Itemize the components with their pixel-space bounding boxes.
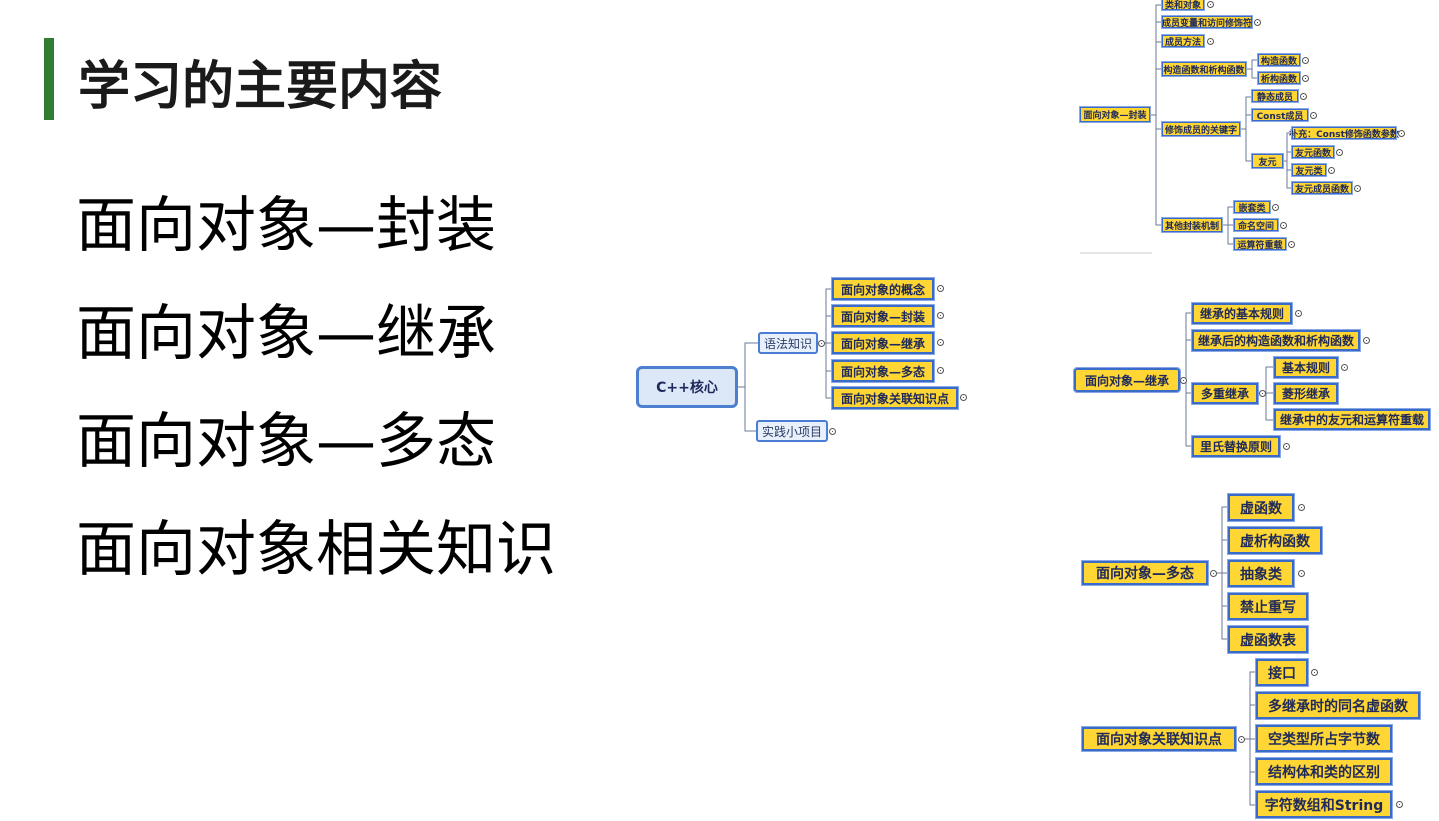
mindmap-root-cpp-core[interactable]: C++核心: [636, 366, 738, 408]
expand-toggle-icon[interactable]: [1280, 222, 1287, 229]
expand-toggle-icon[interactable]: [1272, 204, 1279, 211]
mindmap-encap-friend[interactable]: 友元: [1251, 153, 1284, 169]
expand-toggle-icon[interactable]: [937, 367, 944, 374]
collapse-toggle-icon[interactable]: [1210, 570, 1217, 577]
topic-inheritance: 面向对象—继承: [76, 299, 496, 369]
expand-toggle-icon[interactable]: [1298, 504, 1305, 511]
expand-toggle-icon[interactable]: [1207, 38, 1214, 45]
collapse-toggle-icon[interactable]: [1238, 736, 1245, 743]
mindmap-encap-static[interactable]: 静态成员: [1251, 89, 1299, 103]
topic-polymorphism: 面向对象—多态: [76, 407, 496, 477]
mindmap-encap-dtor[interactable]: 析构函数: [1257, 71, 1301, 85]
expand-toggle-icon[interactable]: [1354, 185, 1361, 192]
mindmap-leaf-oop-concept[interactable]: 面向对象的概念: [831, 277, 935, 301]
expand-toggle-icon[interactable]: [1363, 337, 1370, 344]
mindmap-encap-friend-cls[interactable]: 友元类: [1291, 163, 1327, 177]
expand-toggle-icon[interactable]: [937, 285, 944, 292]
mindmap-encap-methods[interactable]: 成员方法: [1161, 34, 1205, 48]
expand-toggle-icon[interactable]: [1341, 364, 1348, 371]
mindmap-inherit-diamond[interactable]: 菱形继承: [1273, 382, 1339, 405]
mindmap-related-char-string[interactable]: 字符数组和String: [1255, 790, 1393, 819]
mindmap-related-multi-virtual[interactable]: 多继承时的同名虚函数: [1255, 691, 1421, 720]
mindmap-inherit-friend-op[interactable]: 继承中的友元和运算符重载: [1273, 408, 1431, 431]
expand-toggle-icon[interactable]: [1302, 75, 1309, 82]
slide-title: 学习的主要内容: [78, 57, 443, 117]
mindmap-encap-root[interactable]: 面向对象—封装: [1079, 106, 1151, 123]
collapse-toggle-icon[interactable]: [1180, 377, 1187, 384]
mindmap-poly-vtable[interactable]: 虚函数表: [1227, 625, 1309, 654]
mindmap-encap-ctor-dtor[interactable]: 构造函数和析构函数: [1161, 61, 1247, 77]
mindmap-inherit-lsp[interactable]: 里氏替换原则: [1191, 435, 1281, 458]
title-accent-bar: [44, 38, 54, 120]
mindmap-branch-practice[interactable]: 实践小项目: [756, 420, 828, 442]
expand-toggle-icon[interactable]: [1300, 93, 1307, 100]
mindmap-branch-syntax[interactable]: 语法知识: [758, 332, 818, 354]
mindmap-encap-friend-member[interactable]: 友元成员函数: [1291, 181, 1353, 195]
expand-toggle-icon[interactable]: [1288, 241, 1295, 248]
mindmap-encap-namespace[interactable]: 命名空间: [1233, 218, 1279, 232]
mindmap-inherit-multi-basic[interactable]: 基本规则: [1273, 356, 1339, 379]
expand-toggle-icon[interactable]: [1311, 669, 1318, 676]
mindmap-leaf-inheritance[interactable]: 面向对象—继承: [831, 331, 935, 355]
expand-toggle-icon[interactable]: [1302, 57, 1309, 64]
mindmap-poly-final[interactable]: 禁止重写: [1227, 592, 1309, 621]
expand-toggle-icon[interactable]: [1298, 570, 1305, 577]
collapse-toggle-icon[interactable]: [818, 340, 825, 347]
expand-toggle-icon[interactable]: [1254, 19, 1261, 26]
mindmap-encap-nested[interactable]: 嵌套类: [1233, 200, 1271, 214]
expand-toggle-icon[interactable]: [1336, 149, 1343, 156]
mindmap-encap-other[interactable]: 其他封装机制: [1161, 217, 1223, 233]
topic-related-knowledge: 面向对象相关知识: [76, 515, 556, 585]
mindmap-leaf-related[interactable]: 面向对象关联知识点: [831, 386, 959, 410]
mindmap-inherit-basic-rules[interactable]: 继承的基本规则: [1191, 302, 1293, 325]
mindmap-poly-root[interactable]: 面向对象—多态: [1081, 560, 1209, 586]
mindmap-encap-friend-fn[interactable]: 友元函数: [1291, 145, 1335, 159]
expand-toggle-icon[interactable]: [937, 339, 944, 346]
expand-toggle-icon[interactable]: [1396, 801, 1403, 808]
mindmap-inherit-ctor-dtor[interactable]: 继承后的构造函数和析构函数: [1191, 329, 1361, 352]
mindmap-encap-class-object[interactable]: 类和对象: [1161, 0, 1205, 11]
mindmap-poly-virtual-dtor[interactable]: 虚析构函数: [1227, 526, 1323, 555]
expand-toggle-icon[interactable]: [1328, 167, 1335, 174]
expand-toggle-icon[interactable]: [829, 428, 836, 435]
mindmap-leaf-polymorphism[interactable]: 面向对象—多态: [831, 359, 935, 383]
expand-toggle-icon[interactable]: [937, 312, 944, 319]
mindmap-encap-modifiers[interactable]: 修饰成员的关键字: [1161, 121, 1241, 137]
topic-encapsulation: 面向对象—封装: [76, 191, 496, 261]
mindmap-leaf-encapsulation[interactable]: 面向对象—封装: [831, 304, 935, 328]
mindmap-poly-virtual-fn[interactable]: 虚函数: [1227, 493, 1295, 522]
expand-toggle-icon[interactable]: [960, 394, 967, 401]
mindmap-encap-const-supp[interactable]: 补充：Const修饰函数参数: [1289, 126, 1399, 140]
expand-toggle-icon[interactable]: [1295, 310, 1302, 317]
mindmap-encap-overload[interactable]: 运算符重载: [1233, 237, 1287, 251]
mindmap-encap-const[interactable]: Const成员: [1251, 108, 1309, 122]
collapse-toggle-icon[interactable]: [1259, 390, 1266, 397]
mindmap-encap-ctor[interactable]: 构造函数: [1257, 53, 1301, 67]
expand-toggle-icon[interactable]: [1207, 1, 1214, 8]
mindmap-poly-abstract[interactable]: 抽象类: [1227, 559, 1295, 588]
expand-toggle-icon[interactable]: [1398, 130, 1405, 137]
mindmap-inherit-multi[interactable]: 多重继承: [1191, 382, 1259, 405]
mindmap-related-interface[interactable]: 接口: [1255, 658, 1309, 687]
expand-toggle-icon[interactable]: [1310, 112, 1317, 119]
mindmap-inherit-root[interactable]: 面向对象—继承: [1073, 367, 1181, 393]
mindmap-related-struct-class[interactable]: 结构体和类的区别: [1255, 757, 1393, 786]
mindmap-related-root[interactable]: 面向对象关联知识点: [1081, 726, 1237, 752]
expand-toggle-icon[interactable]: [1283, 443, 1290, 450]
mindmap-related-empty-class[interactable]: 空类型所占字节数: [1255, 724, 1393, 753]
mindmap-encap-members[interactable]: 成员变量和访问修饰符: [1161, 15, 1253, 29]
